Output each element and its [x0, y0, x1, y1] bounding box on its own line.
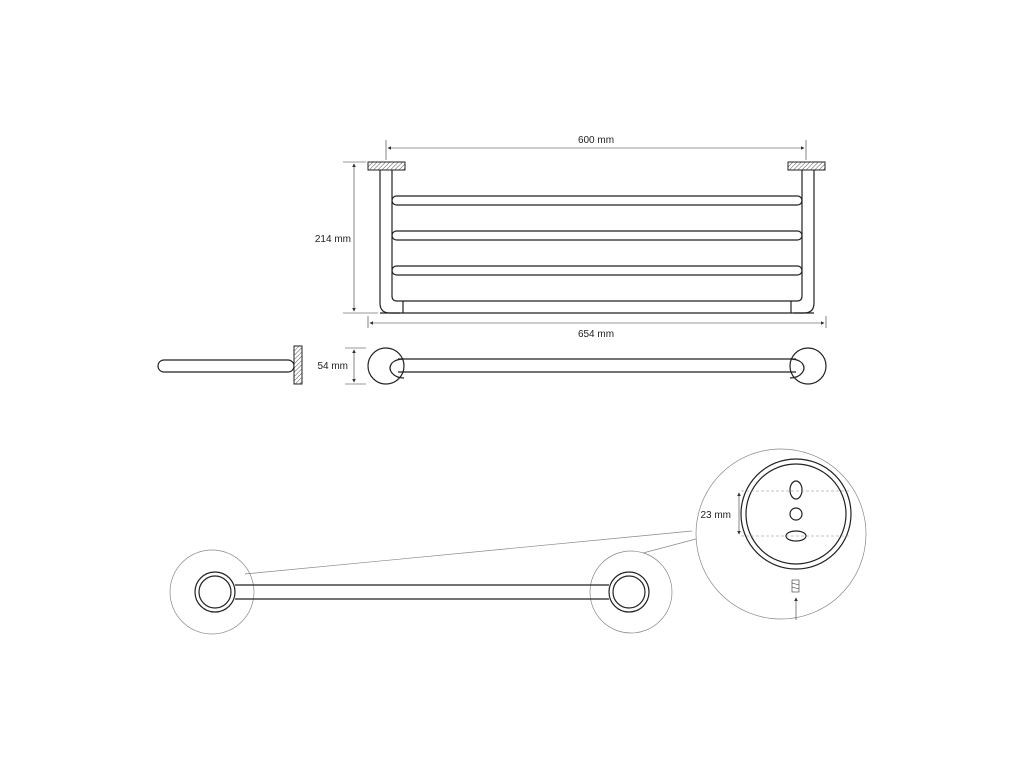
right-wall-zone — [589, 550, 673, 634]
detail-hole-center — [789, 507, 803, 521]
left-wall-zone — [169, 549, 255, 635]
detail-mount-inner — [745, 463, 847, 565]
top-left-rosette — [367, 347, 405, 385]
dim-654-label: 654 mm — [578, 329, 614, 340]
detail-leader-bottom — [642, 538, 697, 554]
detail-view: 23 mm — [695, 448, 867, 620]
rail-1 — [391, 195, 803, 206]
detail-slot-top — [789, 480, 803, 500]
right-arm — [794, 170, 815, 314]
dim-214-label: 214 mm — [315, 234, 351, 245]
right-mount-inner — [612, 575, 646, 609]
side-view — [157, 345, 303, 385]
dim-600-label: 600 mm — [578, 135, 614, 146]
side-flange — [293, 345, 303, 385]
dim-54-label: 54 mm — [317, 361, 348, 372]
screw-thread-2 — [791, 586, 800, 590]
dim-23-label: 23 mm — [700, 510, 731, 521]
right-flange — [787, 161, 826, 171]
side-rail — [157, 359, 295, 373]
top-left-arm-curve — [389, 358, 405, 379]
detail-leader-top — [244, 530, 693, 575]
rail-3 — [391, 265, 803, 276]
left-arm — [379, 170, 400, 314]
detail-screw — [791, 579, 800, 593]
left-arm-inner — [391, 170, 398, 302]
top-right-arm-curve — [789, 358, 805, 379]
front-view: 600 mm 214 mm 654 mm — [315, 135, 827, 340]
left-mount-inner — [198, 575, 232, 609]
left-flange — [367, 161, 406, 171]
top-view: 54 mm — [317, 347, 827, 385]
rail-2 — [391, 230, 803, 241]
top-right-rosette — [789, 347, 827, 385]
detail-circle — [695, 448, 867, 620]
right-mount-outer — [608, 571, 650, 613]
right-arm-inner — [796, 170, 803, 302]
detail-mount-outer — [740, 458, 852, 570]
screw-thread-1 — [791, 582, 800, 586]
left-mount-outer — [194, 571, 236, 613]
installation-view — [169, 530, 697, 635]
